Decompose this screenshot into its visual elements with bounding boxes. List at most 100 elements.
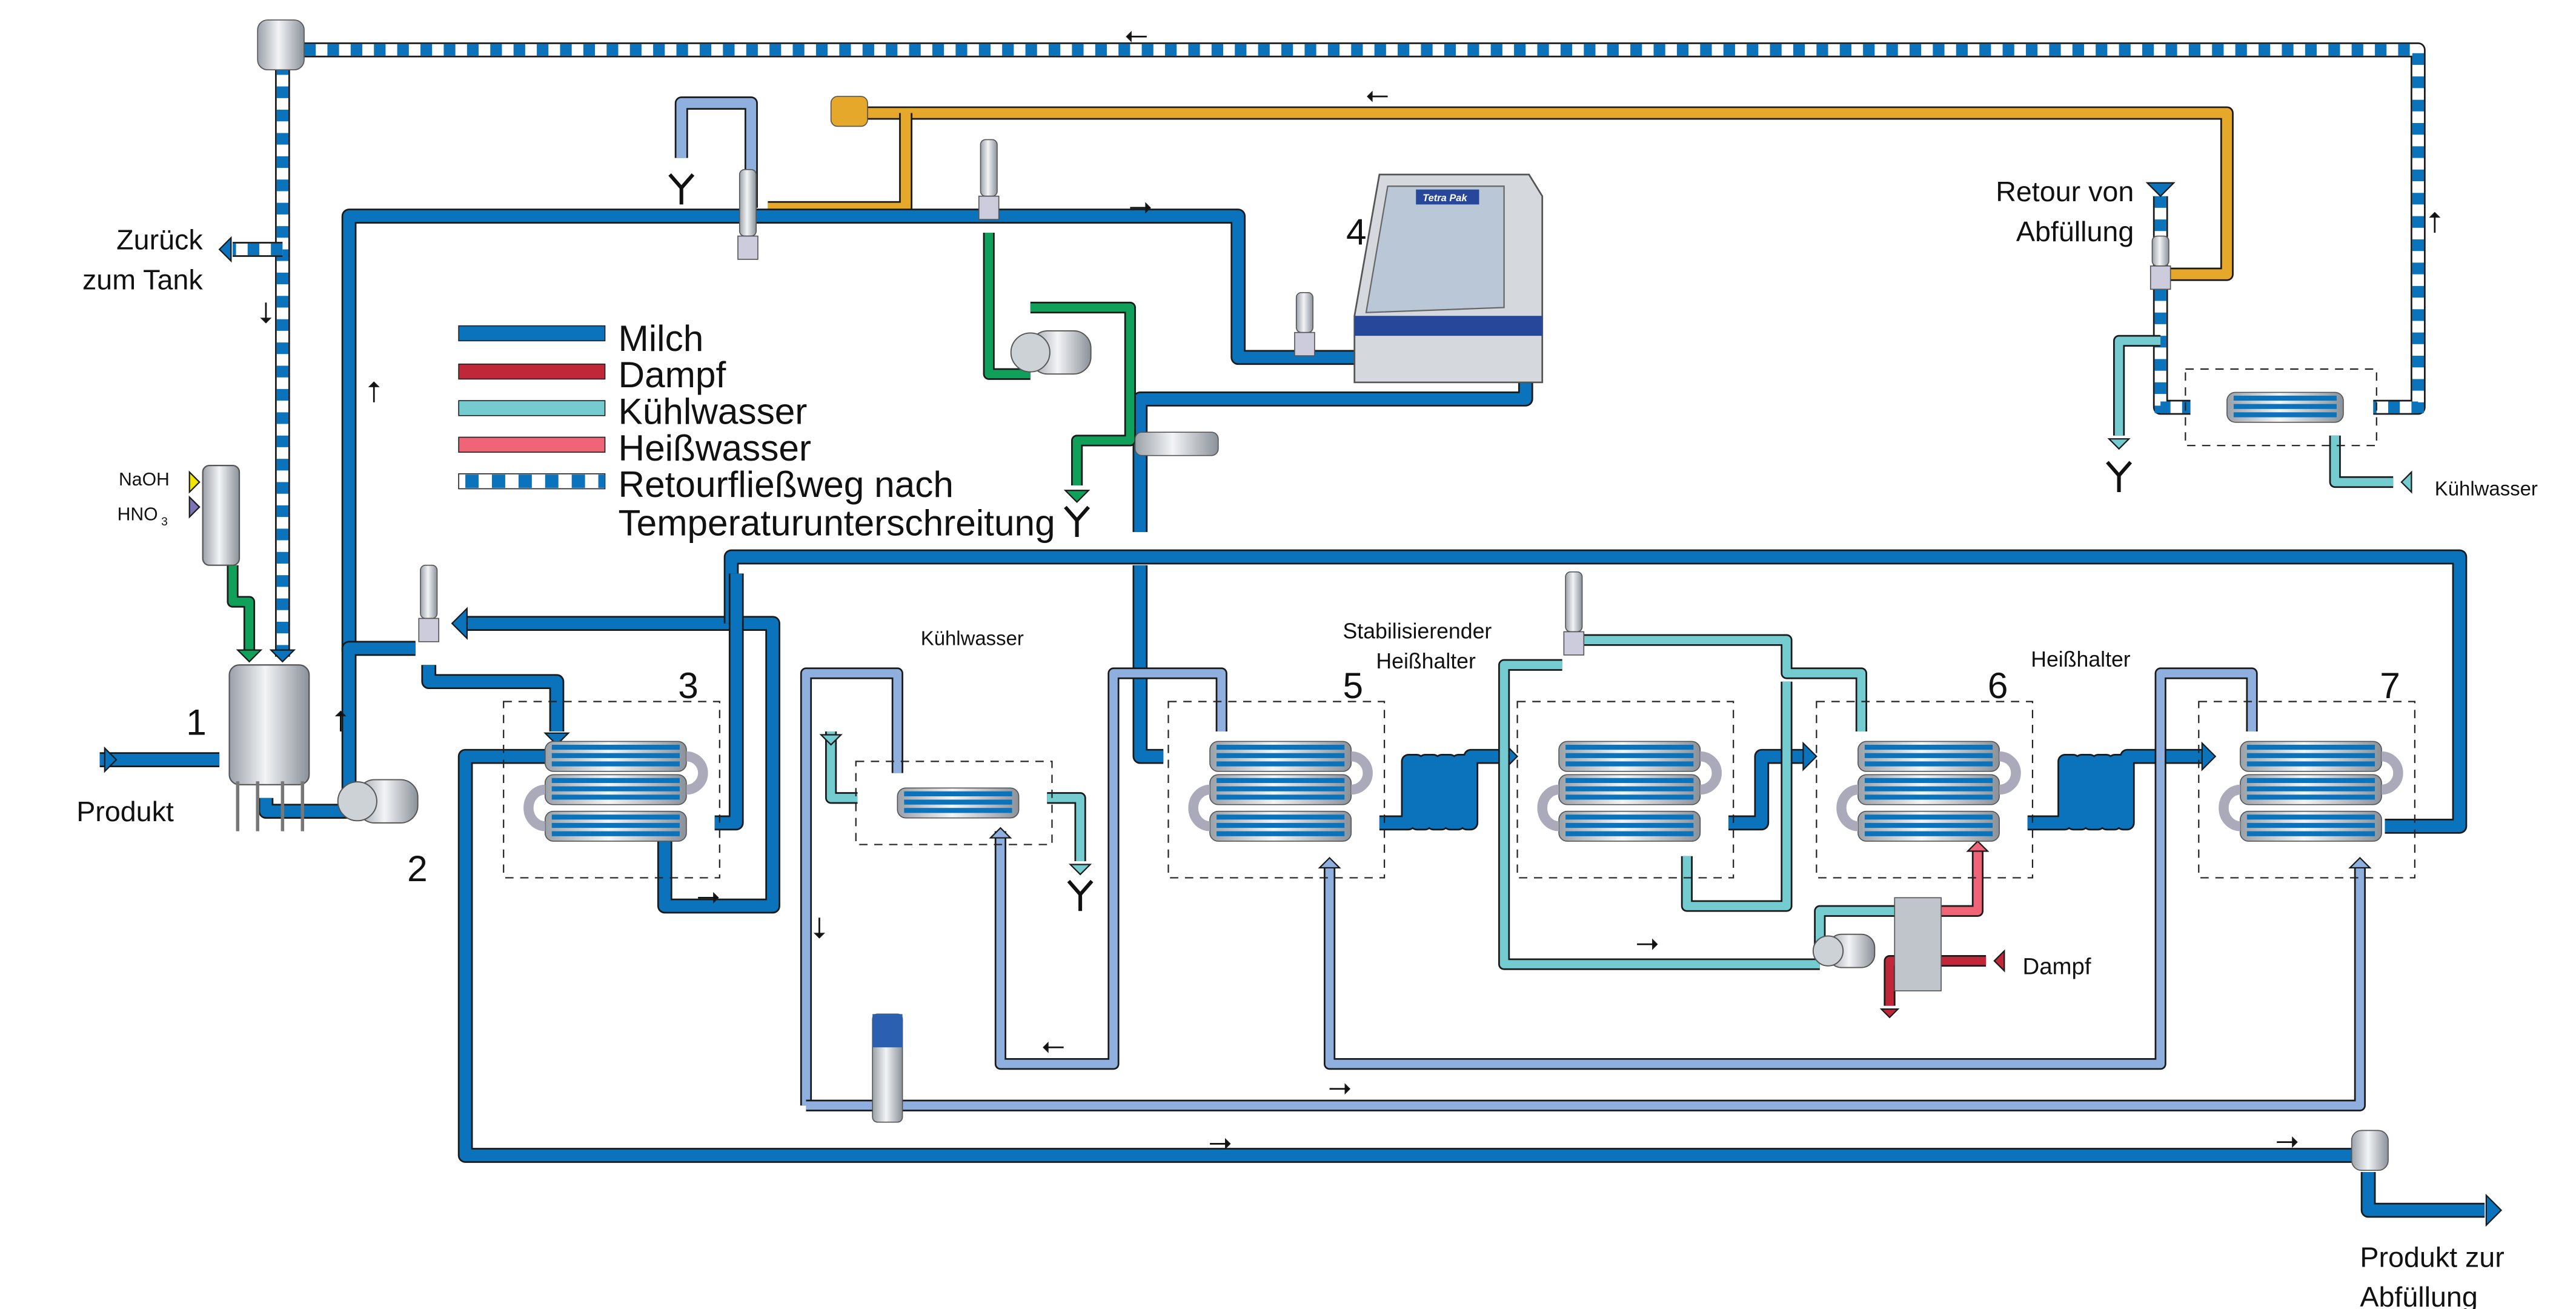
milk-coil-holder-stab-fill [1379,750,1504,829]
service-water-pipe-1 [800,667,903,1106]
label-stabilizing-holder-2: Heißhalter [1376,649,1476,673]
milk-pipe-out-fill [2362,1171,2485,1216]
green-pipe-1 [983,233,1031,380]
label-return-from-filling: Retour von [1996,176,2134,207]
heat-exchanger-5-tubes [1217,814,1345,820]
milk-pipe-to-hx3-right-fill [714,573,742,829]
outlet-valve [2351,1130,2389,1171]
milk-coil-holder-fill [2027,750,2202,829]
cooling-pipe-right-out-fill [2114,336,2161,436]
cooling-pipe-right-in-outline [2329,435,2394,488]
pump-2 [337,779,419,824]
valve-diversion-body [418,618,440,642]
drain-icon [668,173,695,205]
heat-exchanger-7-boundary [2198,701,2415,879]
heat-exchanger-stabilizing-tubes [1565,761,1694,767]
milk-pipe-top-fill [343,210,1516,652]
cooling-pipe-right-in [2329,435,2394,488]
orange-actuator-valve [830,96,868,127]
arrow-back-to-tank-icon [218,236,232,263]
label-cooling-water-right: Kühlwasser [2435,477,2538,499]
service-water-pipe-bottom [806,864,2366,1111]
milk-pipe-tank-to-pump [258,798,357,819]
cooling-pipe-mid-out [1047,792,1086,861]
cooling-pipe-mid-in [825,731,858,804]
heat-exchanger-cooling-mid-tubes [904,808,1012,813]
heat-exchanger-3 [503,701,720,879]
heat-exchanger-cooling-right-tubes [2233,395,2337,401]
milk-pipe-to-hx3 [421,665,565,732]
milk-pipe-pump-to-valve [341,641,416,798]
heat-exchanger-3-tubes [551,761,680,767]
heat-exchanger-5-tubes [1217,753,1345,758]
milk-pipe-pump-to-valve-fill [343,642,416,798]
valve-diversion [418,564,440,642]
arrow-drain-green-icon [1063,490,1090,503]
heat-exchanger-3-bend [523,784,546,831]
milk-pipe-to-hx3-right [714,573,744,831]
drain-pipe-top [674,96,758,208]
labels: Zurück zum Tank Retour von Abfüllung Küh… [76,176,2538,1309]
heat-exchanger-7-tubes [2246,814,2375,820]
heat-exchanger-5-bend [1350,751,1373,795]
valve-stabilizing-actuator [1565,571,1583,633]
milk-pipe-bottom-fill [459,750,2360,1162]
heat-exchanger-3-tubes [551,744,680,750]
milk-pipe-tank-to-pump-fill [260,798,357,818]
arrow-hx7-service-icon [2348,856,2372,869]
label-hno3: HNO [118,505,158,525]
heat-exchanger-7-tubes [2246,794,2375,800]
legend-label-return: Retourfließweg nach [618,464,953,505]
heat-exchanger-5-tubes [1217,778,1345,784]
number-1: 1 [186,701,207,742]
heat-exchanger-7 [2198,701,2415,879]
balance-tank [228,664,310,785]
heat-exchanger-stabilizing-tubes [1565,753,1694,758]
arrow-return-from-filling-icon [2145,182,2176,198]
arrow-service-up-icon [989,827,1012,839]
drain-icon [1067,879,1094,911]
pump-2-volute [337,781,377,822]
orange-pipe-branch-fill [768,113,911,213]
heat-exchanger-7-tubes [2246,744,2375,750]
heat-exchanger-6-boundary [1816,701,2034,879]
service-water-pipe-bottom-fill [806,864,2365,1110]
milk-pipe-top-outline [341,208,1516,652]
cooling-pipe-to-hx6 [1575,634,1868,732]
arrow-steam-in-icon [1993,949,2005,973]
service-water-pipe-3 [1323,667,2258,1070]
dosing-tank [202,465,241,566]
heat-exchanger-6-bend [1836,784,1859,831]
milk-pipe-out [2360,1171,2485,1218]
service-water-pipe-2 [994,667,1227,1070]
legend-swatch-steam [458,363,606,380]
arrow-cooling-right-icon [2400,470,2412,494]
valve-stabilizing-body [1563,631,1585,656]
label-back-to-tank: Zurück [116,224,203,255]
label-product-to-filling-2: Abfüllung [2360,1281,2477,1309]
service-water-pipe-1-fill [802,669,902,1106]
label-hno3-subscript: 3 [161,516,168,528]
booster-pump-motor [872,1014,903,1048]
heat-exchanger-6-tubes [1864,822,1993,828]
heat-exchanger-3-bend [686,751,708,795]
machine-brand-logo: Tetra Pak [1422,193,1467,204]
cooling-pipe-mid-in-fill [826,731,858,802]
heat-exchanger-cooling-mid-boundary [855,761,1053,845]
heat-exchanger-stabilizing-tubes [1565,794,1694,800]
valve-return-filling [2149,235,2171,290]
milk-pipe-to-hx5 [1132,565,1164,764]
heat-exchanger-5-tubes [1217,831,1345,836]
pump-green-volute [1010,332,1051,373]
milk-coil-holder [2027,748,2202,831]
arrow-hx6-in-icon [1802,741,1817,771]
milk-pipe-to-hx5-fill [1134,565,1164,762]
label-product: Produkt [76,796,174,827]
valve-machine-actuator [1295,291,1313,333]
green-pipe-1-fill [984,233,1031,379]
arrow-hx7-in-icon [2201,741,2217,771]
cooling-pipe-mid-out-fill [1047,793,1084,861]
heat-exchanger-6-tubes [1864,753,1993,758]
number-5: 5 [1343,665,1364,706]
